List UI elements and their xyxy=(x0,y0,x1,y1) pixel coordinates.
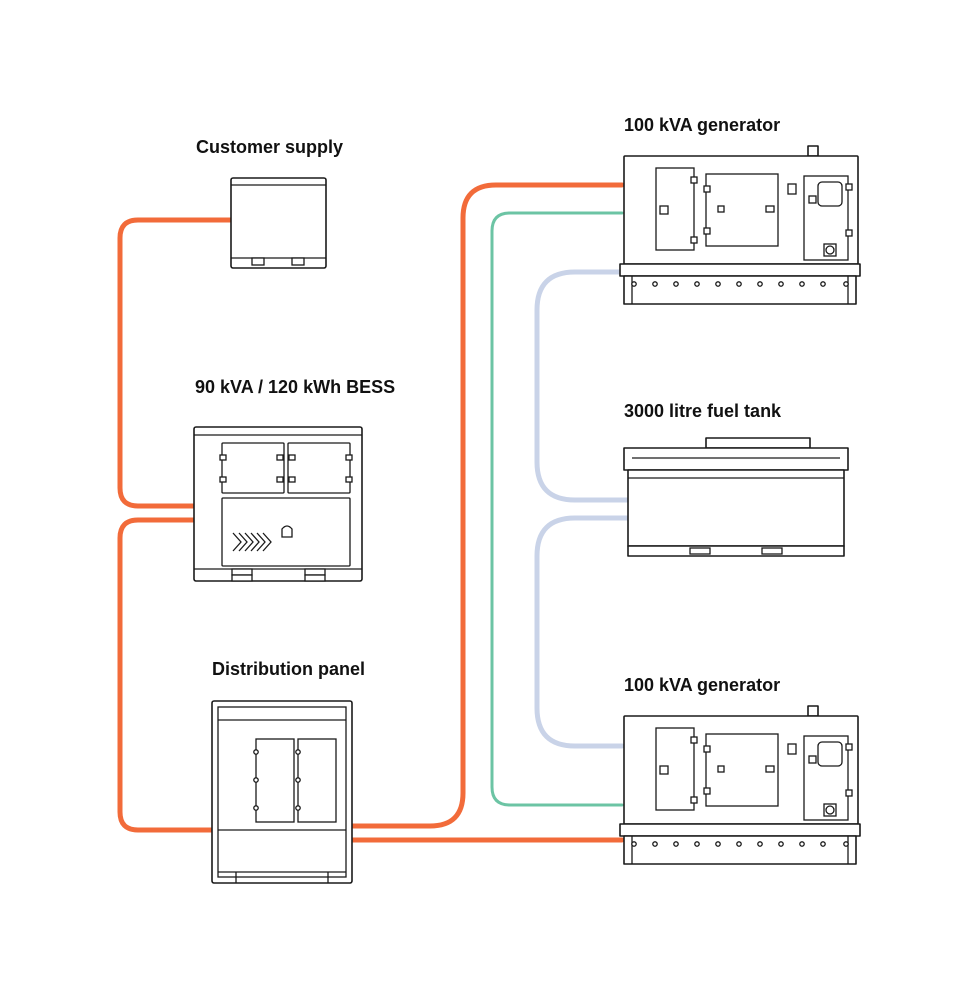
power-cables xyxy=(117,182,625,843)
fuel-line-generator-bottom xyxy=(534,515,631,749)
fuel-lines xyxy=(534,269,631,749)
generator-bottom-label: 100 kVA generator xyxy=(624,675,781,695)
cable-customer-to-bess xyxy=(117,217,233,509)
customer-supply-label: Customer supply xyxy=(196,137,344,157)
control-lines xyxy=(490,211,624,807)
customer-supply-unit xyxy=(230,177,327,269)
control-line-generators xyxy=(490,211,624,807)
bess-unit xyxy=(193,426,363,582)
distribution-panel-label: Distribution panel xyxy=(212,659,365,679)
distribution-panel-unit xyxy=(211,700,353,884)
generator-top-unit xyxy=(619,145,861,305)
chevron-arrows-icon xyxy=(232,532,272,552)
fuel-tank-label: 3000 litre fuel tank xyxy=(624,401,782,421)
fuel-line-generator-top xyxy=(534,269,631,503)
fuel-tank-unit xyxy=(623,437,849,557)
cable-panel-to-generator-top xyxy=(349,182,625,829)
cable-bess-to-panel xyxy=(117,517,215,833)
generator-bottom-unit xyxy=(619,705,861,865)
generator-top-label: 100 kVA generator xyxy=(624,115,781,135)
bess-label: 90 kVA / 120 kWh BESS xyxy=(195,377,396,397)
